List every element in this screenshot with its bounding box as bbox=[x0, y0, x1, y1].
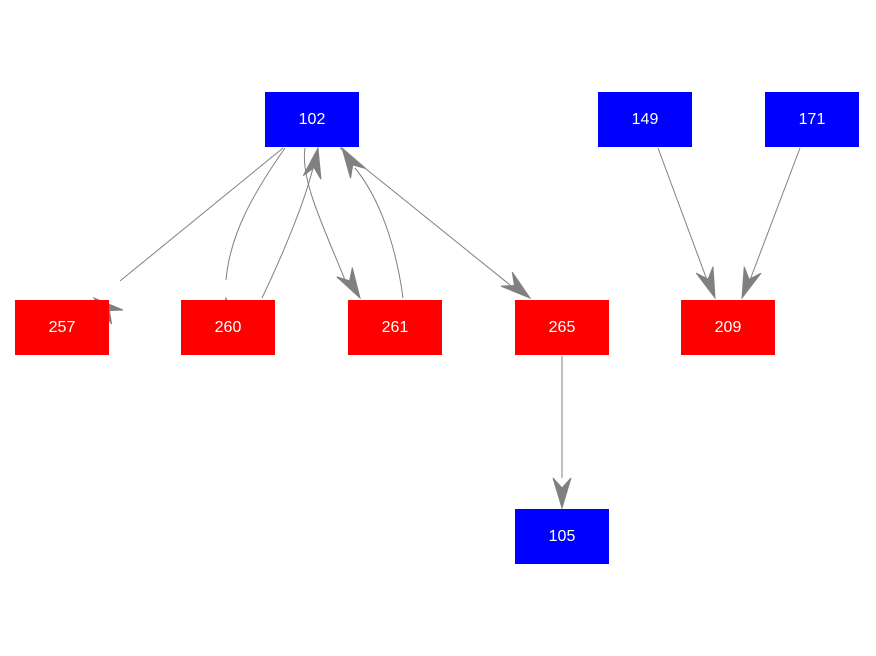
node-label: 105 bbox=[548, 527, 576, 545]
node-261[interactable]: 261 bbox=[348, 300, 442, 355]
node-label: 257 bbox=[48, 318, 76, 336]
arrowhead-102-to-261 bbox=[336, 267, 361, 300]
edge-261-to-102 bbox=[354, 167, 404, 299]
node-257[interactable]: 257 bbox=[15, 300, 109, 355]
node-label: 149 bbox=[631, 110, 659, 128]
node-label: 260 bbox=[214, 318, 242, 336]
node-label: 209 bbox=[714, 318, 742, 336]
node-label: 102 bbox=[298, 110, 326, 128]
edge-171-to-209 bbox=[749, 147, 801, 281]
arrowhead-261-to-102 bbox=[341, 146, 367, 179]
node-102[interactable]: 102 bbox=[265, 92, 359, 147]
edge-102-to-265 bbox=[339, 147, 511, 286]
edge-260-to-102 bbox=[261, 167, 314, 299]
edges-layer bbox=[119, 147, 801, 478]
arrowhead-265-to-105 bbox=[552, 477, 572, 510]
arrowhead-260-to-102 bbox=[302, 146, 322, 180]
node-label: 171 bbox=[798, 110, 826, 128]
node-260[interactable]: 260 bbox=[181, 300, 275, 355]
node-105[interactable]: 105 bbox=[515, 509, 609, 564]
node-label: 265 bbox=[548, 318, 576, 336]
node-label: 261 bbox=[381, 318, 409, 336]
node-171[interactable]: 171 bbox=[765, 92, 859, 147]
arrowhead-149-to-209 bbox=[695, 266, 716, 300]
node-209[interactable]: 209 bbox=[681, 300, 775, 355]
edge-149-to-209 bbox=[657, 147, 708, 281]
edge-102-to-261 bbox=[303, 147, 346, 281]
arrowhead-102-to-265 bbox=[500, 271, 532, 300]
node-265[interactable]: 265 bbox=[515, 300, 609, 355]
edge-102-to-260 bbox=[225, 147, 286, 281]
node-149[interactable]: 149 bbox=[598, 92, 692, 147]
edge-102-to-257 bbox=[119, 147, 284, 282]
arrowhead-171-to-209 bbox=[741, 266, 762, 300]
